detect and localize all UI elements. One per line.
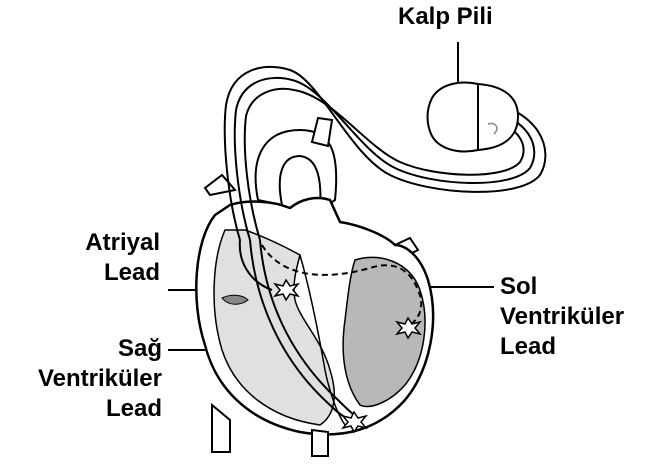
- atrial-lead-label: Atriyal Lead: [40, 228, 160, 288]
- inferior-vena-cava: [212, 405, 230, 452]
- pacemaker-device: [428, 83, 519, 152]
- left-label-line3: Lead: [500, 332, 624, 362]
- right-label-line1: Sağ: [0, 334, 162, 364]
- pacemaker-header: [478, 84, 518, 150]
- pacemaker-label: Kalp Pili: [398, 2, 493, 32]
- descending-aorta: [312, 430, 328, 456]
- right-label-line3: Lead: [0, 394, 162, 424]
- left-ventricular-lead-label: Sol Ventriküler Lead: [500, 272, 624, 362]
- atrial-label-line1: Atriyal: [40, 228, 160, 258]
- right-label-line2: Ventriküler: [0, 364, 162, 394]
- vessel-branch-top: [312, 118, 332, 146]
- left-label-line2: Ventriküler: [500, 302, 624, 332]
- right-ventricular-lead-label: Sağ Ventriküler Lead: [0, 334, 162, 424]
- left-label-line1: Sol: [500, 272, 624, 302]
- pacemaker-body: [428, 83, 479, 152]
- atrial-label-line2: Lead: [40, 258, 160, 288]
